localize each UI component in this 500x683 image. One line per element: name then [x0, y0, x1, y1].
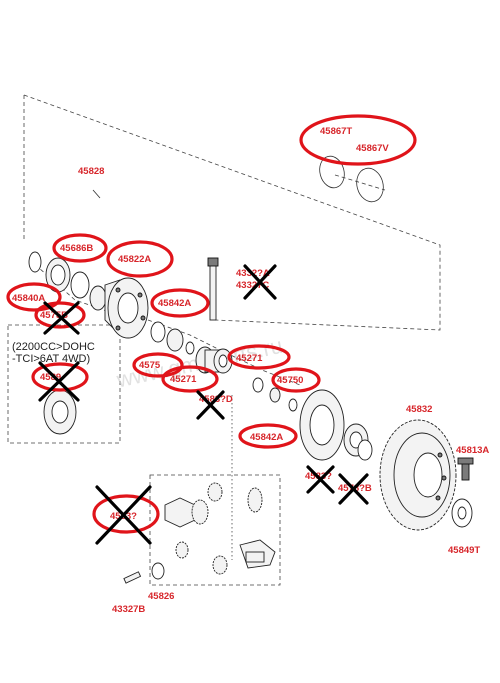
label-45686B: 45686B — [60, 243, 93, 254]
x-mark-4583-low — [306, 465, 335, 494]
label-4589: 4589 — [40, 372, 61, 383]
highlight-45686B — [52, 233, 108, 263]
strike-marks — [38, 264, 369, 545]
bearing-mid — [166, 328, 184, 352]
ring-small-mid — [185, 341, 195, 355]
highlight-circles — [6, 114, 417, 534]
label-43327C: 43327C — [236, 280, 269, 291]
differential-case — [89, 277, 149, 339]
variant-box — [7, 324, 121, 444]
ring-small-right — [288, 398, 298, 412]
snap-ring-45867V — [356, 167, 384, 203]
washer-45826 — [151, 562, 165, 580]
shaft-43327 — [209, 259, 217, 321]
x-mark-4583-gears — [95, 485, 152, 545]
shim-left — [28, 251, 42, 273]
highlight-45750 — [271, 367, 321, 393]
pinion-gears — [164, 482, 276, 575]
ring-4575-right — [269, 387, 281, 403]
label-45840A: 45840A — [12, 293, 45, 304]
label-45271-b: 45271 — [170, 374, 197, 385]
bolt-45813A — [457, 457, 474, 481]
highlight-4575B — [34, 301, 86, 329]
label-45271-a: 45271 — [236, 353, 263, 364]
x-mark-4578B — [338, 473, 369, 505]
ring-gear-housing — [299, 389, 373, 461]
pin-43327B — [123, 571, 142, 584]
seal-left — [70, 271, 90, 299]
assembly-frame — [7, 94, 441, 586]
snap-ring-45867T — [319, 155, 345, 189]
label-45842A-b: 45842A — [250, 432, 283, 443]
frame-top-line — [23, 94, 441, 331]
highlight-45867T-45867V — [299, 114, 417, 166]
highlight-45840A — [6, 282, 62, 312]
label-45828: 45828 — [78, 166, 104, 177]
ring-gear-45832 — [379, 419, 457, 531]
x-mark-4589 — [38, 361, 80, 402]
washer-45842A-a — [150, 321, 166, 343]
highlight-45822A — [106, 240, 174, 278]
x-mark-4583D — [196, 390, 225, 420]
label-45813A: 45813A — [456, 445, 489, 456]
label-43327B: 43327B — [112, 604, 145, 615]
label-45849T: 45849T — [448, 545, 480, 556]
pinion-gear-box — [149, 474, 281, 586]
highlight-4575-mid — [132, 352, 184, 378]
highlight-45842A-a — [150, 288, 210, 318]
label-45842A-a: 45842A — [158, 298, 191, 309]
x-mark-4575B — [43, 301, 80, 335]
x-mark-43327C — [243, 264, 277, 300]
leader-line-d — [334, 174, 386, 191]
label-45750: 45750 — [277, 375, 303, 386]
ring-45271 — [252, 377, 264, 393]
highlight-4583-gears — [92, 494, 160, 534]
label-4575B-left: 4575B — [40, 310, 68, 321]
center-bearing — [195, 346, 233, 374]
label-45826: 45826 — [148, 591, 174, 602]
label-45822A: 45822A — [118, 254, 151, 265]
pin-45828 — [92, 189, 101, 199]
label-45867T: 45867T — [320, 126, 352, 137]
variant-note-line1: (2200CC>DOHC — [12, 341, 95, 353]
highlight-45271-a — [227, 344, 291, 370]
highlight-4589 — [31, 362, 89, 392]
highlight-45271-b — [161, 365, 219, 393]
variant-note-line2: -TCI>6AT 4WD) — [12, 353, 90, 365]
highlight-45842A-b — [238, 423, 298, 449]
label-45867V: 45867V — [356, 143, 389, 154]
label-4575-mid: 4575 — [139, 360, 161, 371]
label-45832: 45832 — [406, 404, 432, 415]
